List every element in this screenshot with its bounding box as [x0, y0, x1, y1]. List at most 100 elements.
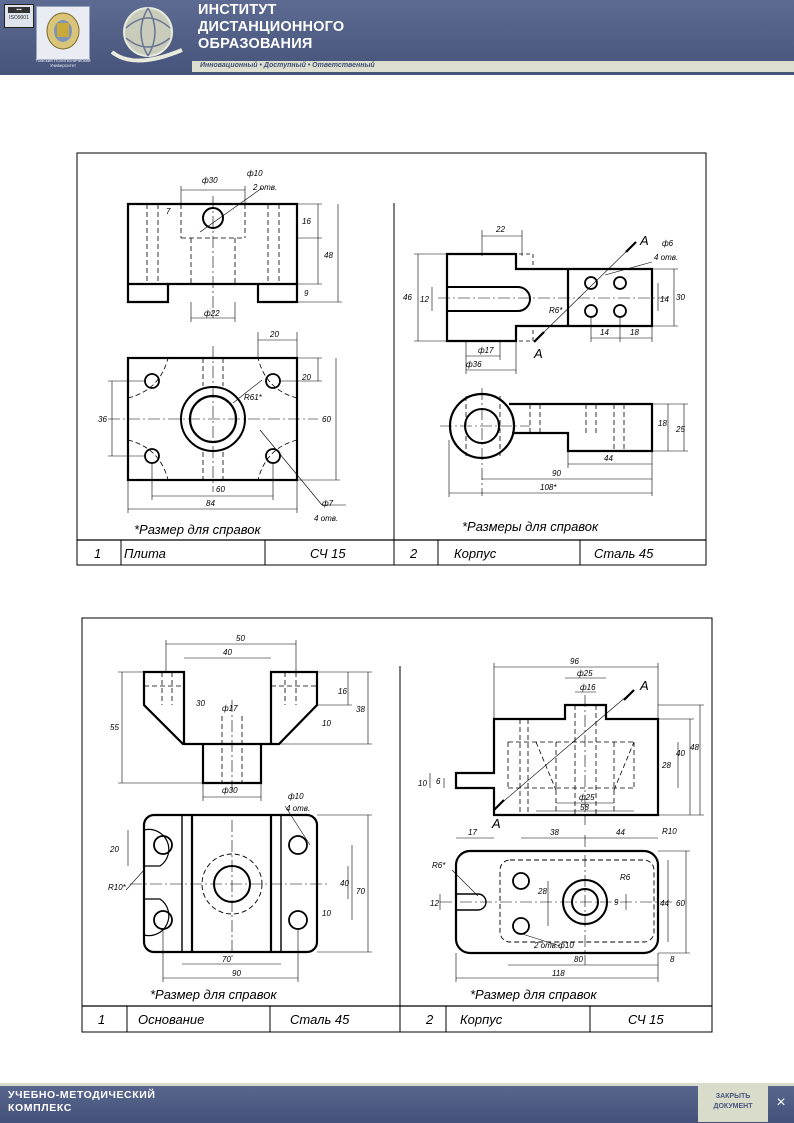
- section-a-label: А: [639, 233, 649, 248]
- s2l-name: Основание: [138, 1012, 204, 1027]
- s1r-material: Сталь 45: [594, 546, 654, 561]
- sheet2-frame: [81, 617, 713, 1033]
- s2l-dim: ф10: [288, 792, 304, 801]
- s1l-dim: 4 отв.: [314, 514, 338, 523]
- s1r-num: 2: [409, 546, 418, 561]
- close-label-1: ЗАКРЫТЬ: [715, 1093, 751, 1100]
- s2r-dim: 28: [661, 761, 671, 770]
- s2r-dim: ф16: [580, 683, 596, 692]
- s1l-dim: ф10: [247, 169, 263, 178]
- s1r-dim: 14: [600, 328, 609, 337]
- s1l-dim: 2 отв.: [252, 183, 277, 192]
- s2r-dim: 58: [580, 803, 589, 812]
- s1r-dim: 90: [552, 469, 561, 478]
- s1r-dim: 30: [676, 293, 685, 302]
- s1l-dim: 36: [98, 415, 107, 424]
- s2r-material: СЧ 15: [628, 1012, 664, 1027]
- s2l-dim: 4 отв.: [286, 804, 310, 813]
- s2r-dim: ф25: [579, 793, 595, 802]
- s2l-dim: 30: [196, 699, 205, 708]
- s1r-dim: 108*: [540, 483, 557, 492]
- s1r-dim: 18: [658, 419, 667, 428]
- s2l-dim: ф30: [222, 786, 238, 795]
- s2r-dim: 10: [418, 779, 427, 788]
- s1r-dim: ф36: [466, 360, 482, 369]
- s1l-dim: 16: [302, 217, 311, 226]
- s2l-material: Сталь 45: [290, 1012, 350, 1027]
- section-a-label: А: [533, 346, 543, 361]
- s2r-dim: 44: [616, 828, 625, 837]
- s2r-dim: R6: [620, 873, 631, 882]
- s2r-dim: 44: [660, 899, 669, 908]
- s2r-dim: ф25: [577, 669, 593, 678]
- s2l-dim: 16: [338, 687, 347, 696]
- plate-front-view: [126, 202, 299, 304]
- s1r-dim: 22: [495, 225, 505, 234]
- s1r-dim: 18: [630, 328, 639, 337]
- s1r-dim: 4 отв.: [654, 253, 678, 262]
- s2r-dim: R10: [662, 827, 677, 836]
- s2l-dim: 70: [222, 955, 231, 964]
- institute-slogan: Инновационный • Доступный • Ответственны…: [200, 62, 375, 69]
- s2r-dim: 2 отв.ф10: [533, 941, 574, 950]
- title-line-1: ИНСТИТУТ: [198, 2, 277, 18]
- base-front-view: [142, 670, 319, 785]
- s1r-dim: 44: [604, 454, 613, 463]
- s1r-dim: 14: [660, 295, 669, 304]
- s2l-dim: R10*: [108, 883, 127, 892]
- s1l-dim: 9: [304, 289, 309, 298]
- footer-line-1: УЧЕБНО-МЕТОДИЧЕСКИЙ: [8, 1089, 156, 1101]
- institute-title: ИНСТИТУТ ДИСТАНЦИОННОГО ОБРАЗОВАНИЯ: [198, 2, 344, 53]
- s2l-num: 1: [98, 1012, 105, 1027]
- close-label-2: ДОКУМЕНТ: [713, 1103, 753, 1110]
- s1l-dim: R61*: [244, 393, 263, 402]
- sheet1-frame: [76, 152, 707, 566]
- s1l-dim: 20: [301, 373, 311, 382]
- globe-icon: [110, 7, 183, 63]
- s1l-dim: 60: [216, 485, 225, 494]
- s2r-dim: 40: [676, 749, 685, 758]
- s1r-dim: 46: [403, 293, 412, 302]
- s2r-dim: 28: [537, 887, 547, 896]
- footer-title: УЧЕБНО-МЕТОДИЧЕСКИЙ КОМПЛЕКС: [8, 1089, 156, 1115]
- s2r-dim: 9: [614, 898, 619, 907]
- s1l-num: 1: [94, 546, 101, 561]
- s2r-dim: 8: [670, 955, 675, 964]
- s2r-dim: 60: [676, 899, 685, 908]
- university-name: Томский Политехнический Университет: [35, 58, 91, 68]
- s2l-dim: 20: [109, 845, 119, 854]
- s1r-dim: 25: [675, 425, 685, 434]
- s2l-note: *Размер для справок: [150, 987, 277, 1002]
- footer-bar: [0, 1083, 794, 1123]
- title-line-3: ОБРАЗОВАНИЯ: [198, 36, 313, 52]
- close-icon[interactable]: ×: [776, 1094, 786, 1111]
- housing2-front-view: [454, 703, 660, 817]
- s2r-dim: 6: [436, 777, 441, 786]
- s2l-dim: 10: [322, 719, 331, 728]
- s1l-note: *Размер для справок: [134, 522, 261, 537]
- section-a-label: А: [491, 816, 501, 831]
- s2l-dim: 40: [223, 648, 232, 657]
- s1l-dim: ф30: [202, 176, 218, 185]
- s2l-dim: 90: [232, 969, 241, 978]
- s2r-dim: 12: [430, 899, 439, 908]
- s2l-dim: 70: [356, 887, 365, 896]
- university-logo: [36, 6, 90, 60]
- s2r-dim: 96: [570, 657, 579, 666]
- s2r-dim: 80: [574, 955, 583, 964]
- s2r-name: Корпус: [460, 1012, 503, 1027]
- s1l-dim: 60: [322, 415, 331, 424]
- iso-badge: ▪▪▪ ISO9001: [4, 4, 34, 28]
- s1l-dim: 84: [206, 499, 215, 508]
- s1l-dim: 48: [324, 251, 333, 260]
- s2l-dim: ф17: [222, 704, 238, 713]
- s1r-dim: ф17: [478, 346, 494, 355]
- s2r-dim: 17: [468, 828, 477, 837]
- footer-line-2: КОМПЛЕКС: [8, 1102, 72, 1114]
- title-line-2: ДИСТАНЦИОННОГО: [198, 19, 345, 35]
- s1r-name: Корпус: [454, 546, 497, 561]
- close-document-button[interactable]: ЗАКРЫТЬ ДОКУМЕНТ: [698, 1086, 768, 1122]
- section-a-label: А: [639, 678, 649, 693]
- s2r-dim: R6*: [432, 861, 446, 870]
- s2l-dim: 10: [322, 909, 331, 918]
